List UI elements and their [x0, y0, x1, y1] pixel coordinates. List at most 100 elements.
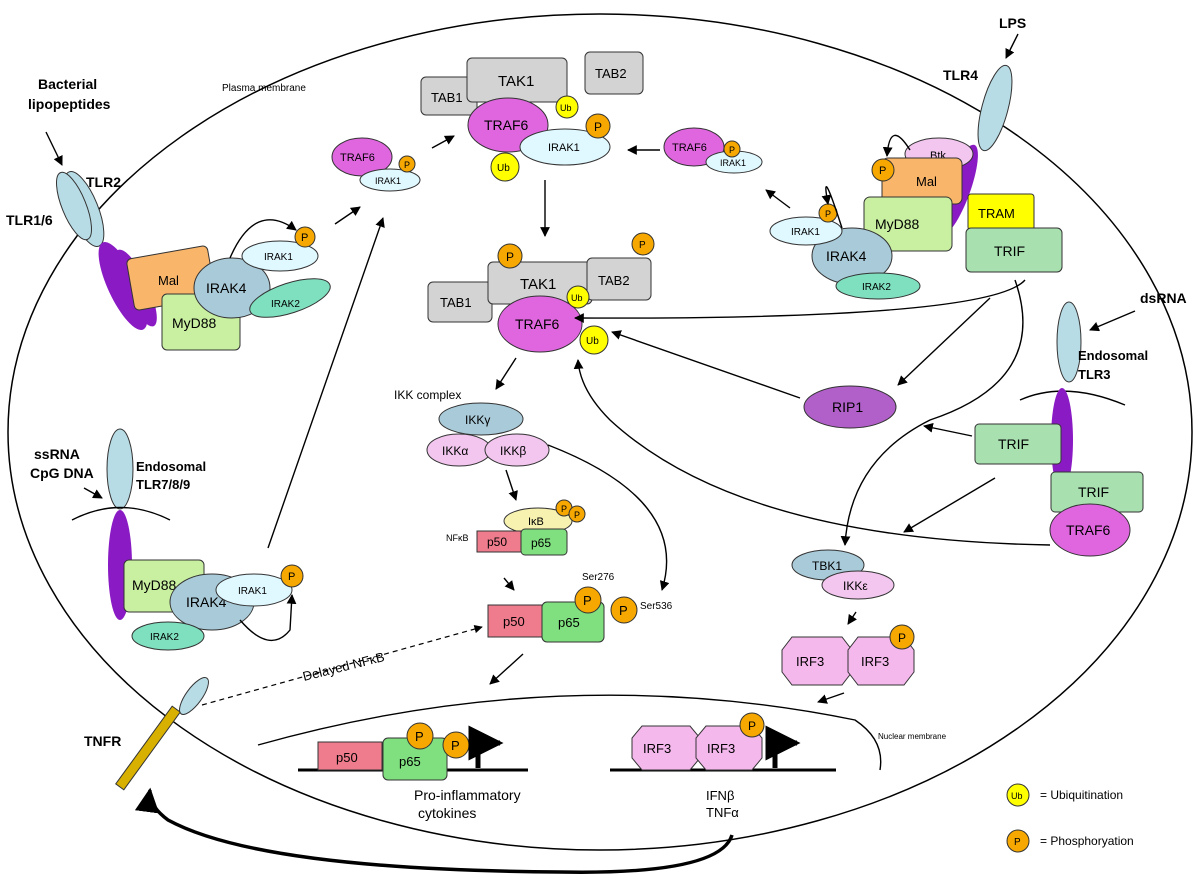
- ser276-label: Ser276: [582, 572, 615, 583]
- phospho-label-left: P: [404, 160, 410, 170]
- trif-tlr4-to-traf6-arrow: [574, 279, 1026, 323]
- irf3-label-nucleus-2: IRF3: [707, 741, 735, 756]
- tram-label: TRAM: [978, 206, 1015, 221]
- tnfr-ectodomain: [179, 677, 209, 715]
- ifnb-label: IFNβ: [706, 788, 734, 803]
- trif-tlr3-to-tbk1-arrow: [903, 477, 996, 533]
- rip1-label: RIP1: [832, 399, 863, 415]
- phospho-label-top: P: [594, 120, 602, 134]
- legend-ub-icon-label: Ub: [1011, 791, 1023, 801]
- trif-label-tlr3-2: TRIF: [1078, 484, 1109, 500]
- myd88-label-tlr789: MyD88: [132, 577, 177, 593]
- tab2-top: [584, 51, 644, 95]
- tlr4-ectodomain: [977, 64, 1013, 152]
- traf6-label-top: TRAF6: [484, 117, 529, 133]
- irak2-tlr2: [249, 278, 331, 318]
- irak1-left: [359, 168, 421, 192]
- tak1-label-center: TAK1: [520, 276, 556, 293]
- tab2-label-center: TAB2: [598, 273, 630, 288]
- phospho-label-right: P: [729, 145, 735, 155]
- phospho-ikb-2: [568, 505, 586, 523]
- ikk-alpha-label: IKKα: [442, 444, 468, 458]
- irak4-tlr2: [193, 257, 271, 319]
- tbk1-to-irf3-arrow: [847, 611, 857, 625]
- phospho-label-irak1-tlr4: P: [825, 209, 831, 219]
- tlr2-to-traf6-arrow: [334, 206, 361, 225]
- tab1-label-top: TAB1: [431, 90, 463, 105]
- myd88-label-tlr4: MyD88: [875, 216, 920, 232]
- tab2-center: [586, 257, 652, 301]
- tlr789-to-traf6-arrow: [267, 217, 385, 549]
- p65-label-nucleus: p65: [399, 754, 421, 769]
- p65-label-active: p65: [558, 615, 580, 630]
- irf3-label-nucleus-1: IRF3: [643, 741, 671, 756]
- endosome-membrane-tlr3: [1019, 390, 1126, 406]
- ssrna-arrow: [83, 487, 103, 499]
- cpg-dna-label: CpG DNA: [30, 465, 94, 481]
- bacterial-lipopeptides-label-1: Bacterial: [38, 76, 97, 92]
- p50-label-cytoplasm: p50: [487, 535, 507, 549]
- legend-phospho-icon: [1006, 829, 1030, 853]
- irak2-tlr4: [835, 272, 921, 300]
- phospho-label-irak1-tlr2: P: [301, 232, 308, 244]
- p50-active: [487, 604, 543, 638]
- nuclear-membrane: [257, 694, 882, 771]
- tab2-label-top: TAB2: [595, 66, 627, 81]
- pro-inflammatory-label-1: Pro-inflammatory: [414, 787, 521, 803]
- rip1: [803, 385, 897, 429]
- irak1-tlr2: [241, 240, 319, 272]
- ikk-gamma: [438, 402, 524, 436]
- tak1-label-top: TAK1: [498, 73, 534, 90]
- phospho-label-ikb-2: P: [574, 510, 580, 520]
- phospho-right: [723, 140, 741, 158]
- ssrna-label: ssRNA: [34, 446, 80, 462]
- irak1-top: [519, 128, 611, 166]
- nuclear-membrane-label: Nuclear membrane: [878, 732, 947, 741]
- nfkb-activation-arrow: [503, 577, 515, 591]
- ub-label-top-1: Ub: [560, 103, 572, 113]
- p65-label-cytoplasm: p65: [531, 536, 551, 550]
- ikk-gamma-label: IKKγ: [465, 413, 490, 427]
- irak4-label-tlr2: IRAK4: [206, 280, 247, 296]
- irak1-label-tlr4: IRAK1: [791, 227, 820, 238]
- legend-phosphorylation: = Phosphoryation: [1040, 834, 1134, 848]
- irak1-tlr789: [215, 573, 293, 607]
- irak1-label-tlr789: IRAK1: [238, 586, 267, 597]
- dsrna-arrow: [1089, 310, 1136, 332]
- delayed-nfkb-label: Delayed NFκB: [301, 649, 386, 684]
- irak4-autophospho-loop-tlr789: [239, 594, 297, 642]
- tlr3-label: TLR3: [1078, 367, 1111, 382]
- endosome-membrane-tlr789: [71, 506, 171, 521]
- irak4-autophospho-loop-tlr2: [229, 219, 297, 259]
- tlr3-transmembrane: [1051, 388, 1073, 492]
- ser536-label: Ser536: [640, 601, 673, 612]
- p50-nucleus: [317, 741, 383, 771]
- ikk-complex-label: IKK complex: [394, 388, 461, 402]
- phospho-irf3-nucleus: [739, 712, 765, 738]
- myd88-box-tlr4: [863, 196, 953, 252]
- phospho-label-ikb-1: P: [561, 504, 567, 514]
- phospho-label-irf3-nucleus: P: [748, 719, 756, 733]
- tlr3-ectodomain: [1056, 301, 1082, 383]
- phospho-label-tab2-center: P: [639, 240, 646, 251]
- trif-label-tlr4: TRIF: [994, 243, 1025, 259]
- phospho-label-nucleus-1: P: [415, 729, 424, 744]
- trif-box-tlr3-1: [974, 423, 1062, 465]
- ub-label-top-2: Ub: [497, 163, 510, 174]
- phospho-label-nucleus-2: P: [451, 738, 460, 753]
- phospho-mal: [871, 158, 895, 182]
- pro-inflammatory-label-2: cytokines: [418, 805, 476, 821]
- ikk-beta-label: IKKβ: [500, 444, 526, 458]
- nfkb-label: NFκB: [446, 533, 469, 543]
- ub-center-2: [579, 325, 609, 355]
- tab1-label-center: TAB1: [440, 295, 472, 310]
- irf3-label-cyto-2: IRF3: [861, 654, 889, 669]
- trif-label-tlr3-1: TRIF: [998, 436, 1029, 452]
- nfkb-to-nucleus-arrow: [489, 653, 524, 685]
- legend: Ub = Ubiquitination P = Phosphoryation: [1006, 783, 1134, 853]
- phospho-label-irak1-tlr789: P: [288, 571, 295, 583]
- tbk1-label: TBK1: [812, 559, 842, 573]
- traf6-tlr3: [1049, 503, 1131, 557]
- trif-to-tbk1-arrow: [840, 279, 1024, 546]
- legend-phospho-icon-label: P: [1014, 837, 1021, 848]
